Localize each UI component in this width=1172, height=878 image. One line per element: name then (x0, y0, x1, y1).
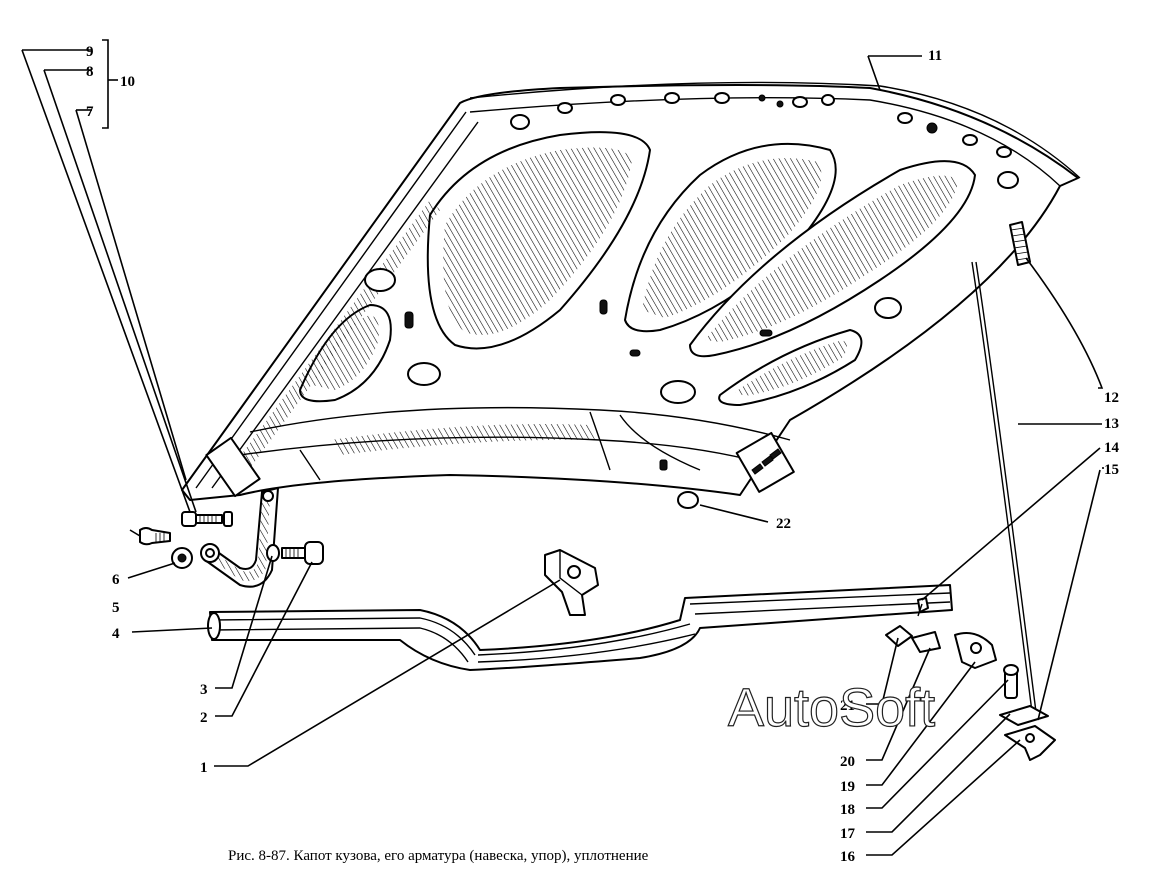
hood-stay (677, 221, 1037, 713)
label-17: 17 (840, 826, 856, 842)
spring (1009, 221, 1031, 266)
label-8: 8 (86, 64, 94, 80)
label-19: 19 (840, 779, 855, 795)
label-14: 14 (1104, 440, 1120, 456)
label-7: 7 (86, 104, 94, 120)
bracket (544, 549, 599, 616)
label-22: 22 (776, 516, 791, 532)
seal-strip (207, 584, 953, 671)
label-9: 9 (86, 44, 94, 60)
label-16: 16 (840, 849, 856, 865)
label-13: 13 (1104, 416, 1119, 432)
hinge-assembly (139, 487, 324, 588)
label-15: 15 (1104, 462, 1119, 478)
label-3: 3 (200, 682, 208, 698)
label-5: 5 (112, 600, 120, 616)
label-20: 20 (840, 754, 855, 770)
label-6: 6 (112, 572, 120, 588)
hood-panel (181, 81, 1081, 501)
label-4: 4 (112, 626, 120, 642)
label-21: 21 (840, 698, 855, 714)
label-1: 1 (200, 760, 208, 776)
leader-lines (21, 39, 1104, 856)
flange-holes (510, 92, 1019, 189)
label-10: 10 (120, 74, 135, 90)
label-18: 18 (840, 802, 855, 818)
label-12: 12 (1104, 390, 1119, 406)
figure-caption: Рис. 8-87. Капот кузова, его арматура (н… (228, 848, 649, 864)
label-11: 11 (928, 48, 942, 64)
watermark-autosoft: AutoSoft (728, 678, 935, 738)
label-2: 2 (200, 710, 208, 726)
callout-labels: 9 8 7 10 11 12 13 14 15 22 6 5 4 3 2 1 2… (86, 44, 1120, 865)
